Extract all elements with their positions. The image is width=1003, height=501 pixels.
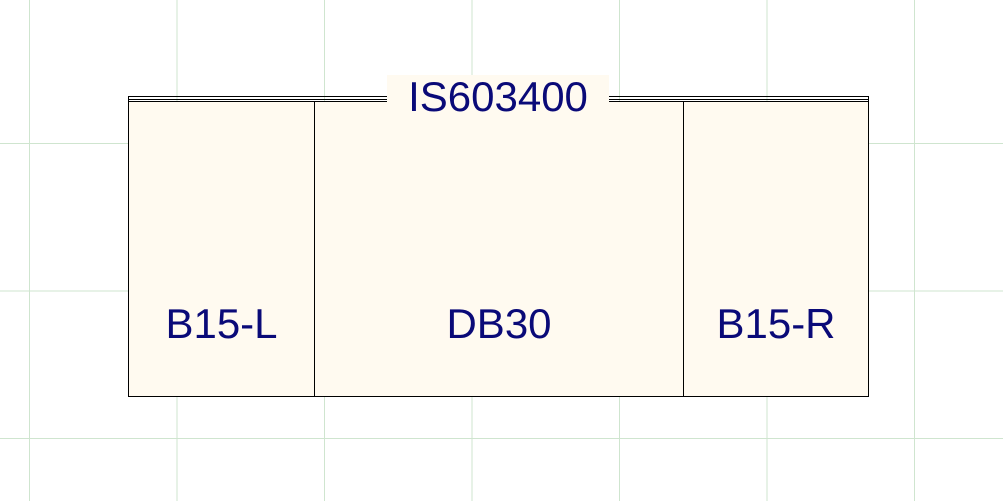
cabinet-b15-l[interactable]: B15-L	[128, 101, 315, 397]
countertop-side-edge	[128, 96, 129, 102]
cabinet-label: DB30	[446, 300, 552, 347]
cabinet-b15-r[interactable]: B15-R	[683, 101, 869, 397]
countertop-side-edge	[868, 96, 869, 102]
cabinet-label: B15-L	[165, 300, 278, 347]
cabinet-label: B15-R	[716, 300, 836, 347]
cabinet-db30[interactable]: DB30	[314, 101, 684, 397]
assembly-label[interactable]: IS603400	[387, 75, 609, 119]
